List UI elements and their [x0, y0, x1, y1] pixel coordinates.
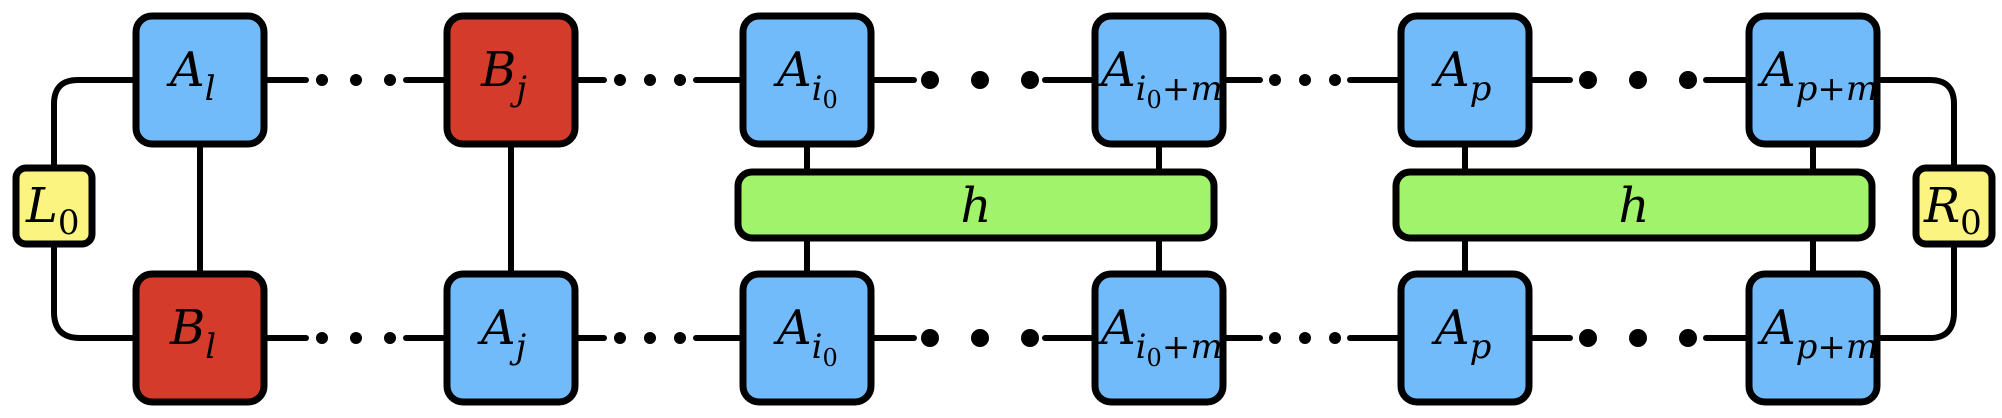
tensor-box [1397, 270, 1533, 406]
tensor-label: Ap [1431, 42, 1491, 109]
bottom-tensor-1: Bl [132, 270, 268, 406]
top-tensor-4: Ai0+m [1091, 12, 1227, 148]
tensor-box [1397, 12, 1533, 148]
tensor-label: Ai0 [773, 300, 838, 372]
left-boundary-label: L0 [25, 178, 80, 243]
top-tensor-5: Ap [1397, 12, 1533, 148]
tensor-label: Ap+m [1757, 42, 1878, 109]
tensor-box [443, 12, 579, 148]
tensor-box [443, 270, 579, 406]
tensor-label: Al [166, 42, 216, 109]
tensor-box [132, 12, 268, 148]
tensor-box [1745, 270, 1881, 406]
bottom-tensor-6: Ap+m [1745, 270, 1881, 406]
top-tensor-1: Al [132, 12, 268, 148]
tensor-label: Bl [169, 300, 216, 367]
right-boundary-tensor: R0 [1912, 164, 1996, 248]
tensor-label: Ap [1431, 300, 1491, 367]
left-boundary-wire [51, 77, 139, 341]
bottom-tensor-5: Ap [1397, 270, 1533, 406]
tensor-label: Ai0+m [1097, 300, 1223, 372]
tensor-box [132, 270, 268, 406]
tensor-label: Ap+m [1757, 300, 1878, 367]
ellipsis-dots [316, 71, 1697, 347]
bottom-tensor-3: Ai0 [739, 270, 875, 406]
right-boundary-wire [1875, 77, 1957, 341]
h-operator-label: h [961, 178, 992, 234]
bottom-row-tensors: Bl Aj Ai0 Ai0+m Ap Ap+m [132, 270, 1881, 406]
top-tensor-6: Ap+m [1745, 12, 1881, 148]
tensor-box [739, 12, 875, 148]
top-row-tensors: Al Bj Ai0 Ai0+m Ap Ap+m [132, 12, 1881, 148]
top-tensor-2: Bj [443, 12, 579, 148]
h-operator-right: h [1392, 168, 1876, 242]
h-operator-left: h [734, 168, 1218, 242]
bottom-tensor-2: Aj [443, 270, 579, 406]
bottom-tensor-4: Ai0+m [1091, 270, 1227, 406]
tensor-box [739, 270, 875, 406]
top-tensor-3: Ai0 [739, 12, 875, 148]
tensor-label: Ai0+m [1097, 42, 1223, 114]
tensor-box [1745, 12, 1881, 148]
tensor-label: Ai0 [773, 42, 838, 114]
tensor-box [1091, 270, 1227, 406]
tensor-label: Bj [480, 42, 527, 109]
left-boundary-tensor: L0 [12, 164, 96, 248]
tensor-box [1091, 12, 1227, 148]
h-operator-label: h [1619, 178, 1650, 234]
right-boundary-label: R0 [1923, 178, 1982, 243]
